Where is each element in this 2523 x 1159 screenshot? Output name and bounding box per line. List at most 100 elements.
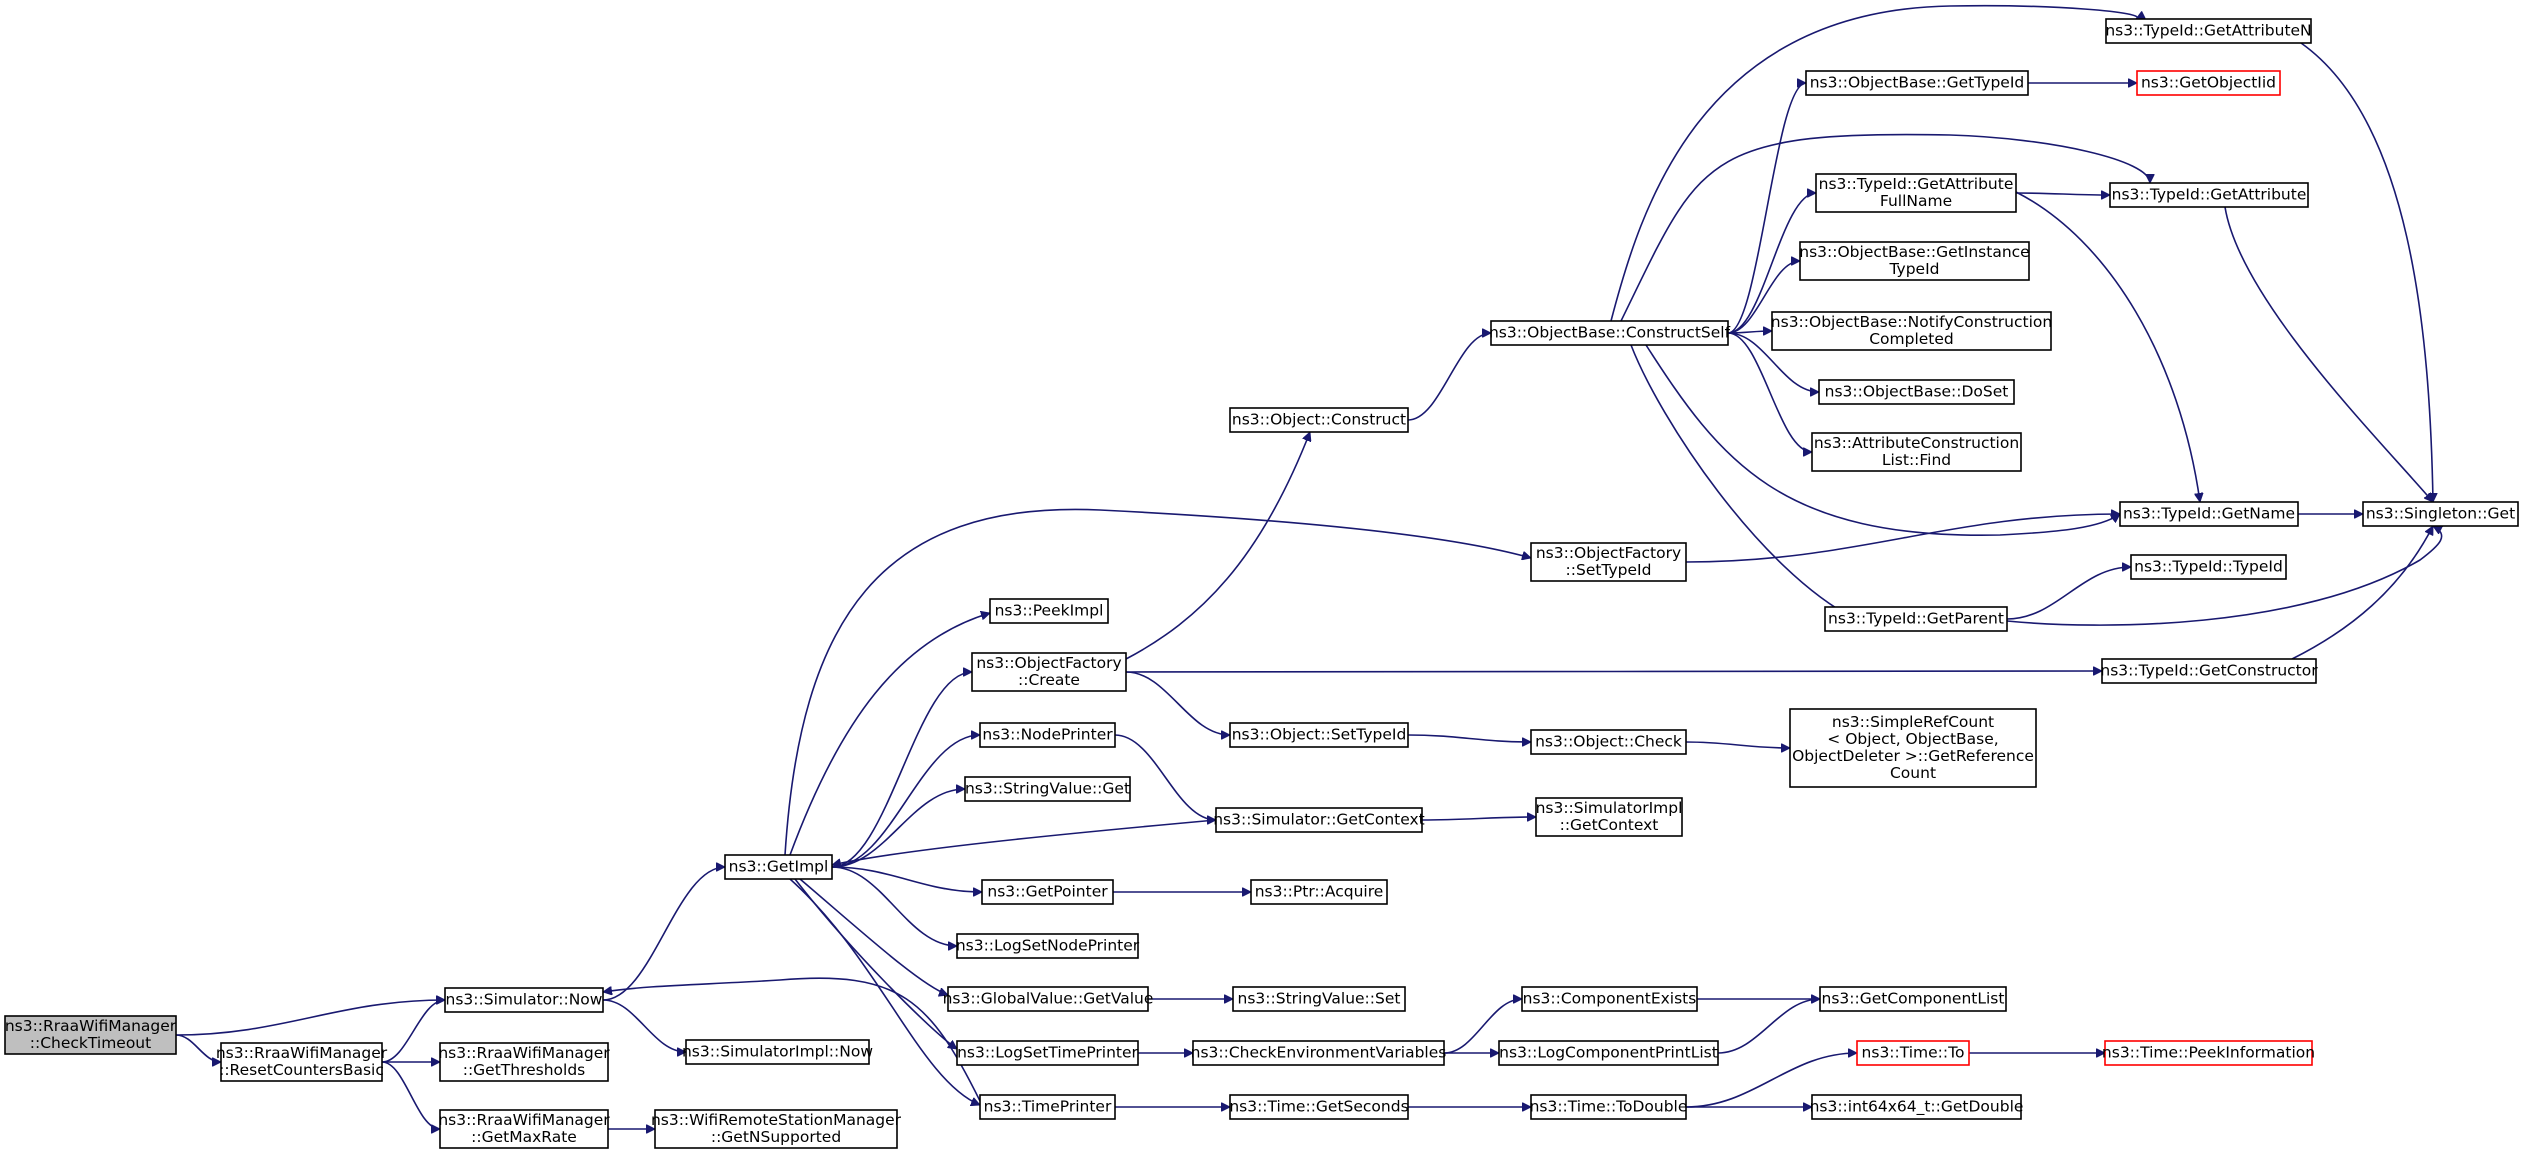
edge-simgetcontext-to-simimplgetcontext [1421, 817, 1536, 820]
node-timepeekinfo[interactable]: ns3::Time::PeekInformation [2102, 1040, 2315, 1066]
node-timeprinter[interactable]: ns3::TimePrinter [979, 1094, 1116, 1120]
node-label: ns3::GetImpl [729, 858, 829, 876]
node-label: ns3::SimpleRefCount [1832, 713, 1994, 731]
node-resetcounters[interactable]: ns3::RraaWifiManager::ResetCountersBasic [216, 1042, 388, 1082]
node-label: FullName [1880, 192, 1952, 210]
node-box [1811, 432, 2022, 472]
edge-constructself-to-tigetparent [1630, 344, 1855, 620]
node-box [439, 1109, 609, 1149]
node-label: ns3::StringValue::Get [965, 780, 1130, 798]
node-timeto[interactable]: ns3::Time::To [1856, 1040, 1970, 1066]
node-logsetnodeprinter[interactable]: ns3::LogSetNodePrinter [956, 933, 1140, 959]
node-label: Count [1890, 764, 1936, 782]
node-box [2101, 658, 2317, 684]
node-simplerefcount[interactable]: ns3::SimpleRefCount< Object, ObjectBase,… [1789, 708, 2037, 788]
node-objconstruct[interactable]: ns3::Object::Construct [1229, 407, 1409, 433]
node-obdoset[interactable]: ns3::ObjectBase::DoSet [1818, 379, 2015, 405]
node-titypeid[interactable]: ns3::TypeId::TypeId [2130, 554, 2287, 580]
node-singletonget[interactable]: ns3::Singleton::Get [2362, 501, 2519, 527]
node-objcheck[interactable]: ns3::Object::Check [1530, 729, 1687, 755]
node-label: ns3::TypeId::GetConstructor [2100, 662, 2318, 680]
node-timetodouble[interactable]: ns3::Time::ToDouble [1530, 1094, 1688, 1120]
node-nodeprinter[interactable]: ns3::NodePrinter [979, 722, 1116, 748]
node-logcompprint[interactable]: ns3::LogComponentPrintList [1498, 1040, 1719, 1066]
node-label: ::ResetCountersBasic [219, 1061, 384, 1079]
edge-arrow [381, 1000, 446, 1063]
edge-arrow [831, 789, 965, 868]
node-logsettimeprinter[interactable]: ns3::LogSetTimePrinter [956, 1040, 1139, 1066]
node-box [947, 986, 1149, 1012]
node-ptracquire[interactable]: ns3::Ptr::Acquire [1250, 879, 1388, 905]
node-getcomplist[interactable]: ns3::GetComponentList [1819, 986, 2007, 1012]
node-checktimeout[interactable]: ns3::RraaWifiManager::CheckTimeout [4, 1015, 177, 1055]
node-label: ns3::ObjectFactory [1536, 544, 1681, 562]
edge-arrow [2015, 191, 2200, 502]
node-box [1250, 879, 1388, 905]
node-getimpl[interactable]: ns3::GetImpl [724, 854, 833, 880]
edge-arrow [1630, 344, 1855, 620]
node-tigetname[interactable]: ns3::TypeId::GetName [2119, 501, 2299, 527]
node-label: ns3::RraaWifiManager [5, 1017, 177, 1035]
edge-tigetattributen-to-singletonget [2300, 42, 2433, 502]
node-box [956, 933, 1139, 959]
node-simnow[interactable]: ns3::Simulator::Now [444, 987, 604, 1013]
node-label: ::GetThresholds [463, 1061, 586, 1079]
node-box [2109, 182, 2309, 208]
edge-logcompprint-to-getcomplist [1717, 999, 1820, 1054]
node-label: ns3::TypeId::GetParent [1828, 610, 2004, 628]
node-label: ns3::Time::To [1862, 1044, 1965, 1062]
edge-getimpl-to-globalvalueget [799, 878, 948, 995]
node-box [2362, 501, 2519, 527]
node-stringvalueget[interactable]: ns3::StringValue::Get [964, 776, 1131, 802]
edge-arrow [175, 1000, 445, 1036]
node-simgetcontext[interactable]: ns3::Simulator::GetContext [1213, 807, 1425, 833]
node-box [1856, 1040, 1970, 1066]
node-getmaxrate[interactable]: ns3::RraaWifiManager::GetMaxRate [438, 1109, 610, 1149]
node-getthresholds[interactable]: ns3::RraaWifiManager::GetThresholds [438, 1042, 610, 1082]
node-simimplgetcontext[interactable]: ns3::SimulatorImpl::GetContext [1535, 797, 1683, 837]
node-ofsettypeid[interactable]: ns3::ObjectFactory::SetTypeId [1530, 542, 1687, 582]
node-constructself[interactable]: ns3::ObjectBase::ConstructSelf [1489, 320, 1731, 346]
node-timegetseconds[interactable]: ns3::Time::GetSeconds [1229, 1094, 1409, 1120]
node-checkenv[interactable]: ns3::CheckEnvironmentVariables [1191, 1040, 1447, 1066]
node-label: ::GetContext [1560, 816, 1659, 834]
node-box [1535, 797, 1683, 837]
node-getnsupported[interactable]: ns3::WifiRemoteStationManager::GetNSuppo… [651, 1109, 902, 1149]
node-tigetconstructor[interactable]: ns3::TypeId::GetConstructor [2100, 658, 2318, 684]
node-tigetattribute[interactable]: ns3::TypeId::GetAttribute [2109, 182, 2309, 208]
edge-objconstruct-to-constructself [1407, 333, 1492, 421]
node-box [654, 1109, 898, 1149]
edge-arrow [1620, 133, 2150, 322]
node-objsettypeid[interactable]: ns3::Object::SetTypeId [1229, 722, 1409, 748]
node-tigetattributen[interactable]: ns3::TypeId::GetAttributeN [2105, 18, 2312, 44]
node-box [2119, 501, 2299, 527]
edge-getimpl-to-ofcreate [831, 672, 972, 868]
node-box [1530, 729, 1687, 755]
node-peekimpl[interactable]: ns3::PeekImpl [989, 598, 1109, 624]
node-tigetparent[interactable]: ns3::TypeId::GetParent [1824, 606, 2008, 632]
edge-constructself-to-obdoset [1727, 332, 1819, 392]
node-globalvalueget[interactable]: ns3::GlobalValue::GetValue [943, 986, 1154, 1012]
graph-edges [175, 4, 2442, 1129]
node-box [1811, 1094, 2022, 1120]
node-ofcreate[interactable]: ns3::ObjectFactory::Create [971, 652, 1127, 692]
node-getpointer[interactable]: ns3::GetPointer [981, 879, 1114, 905]
node-box [1818, 379, 2015, 405]
edge-arrow [1727, 332, 1813, 452]
node-stringvalueset[interactable]: ns3::StringValue::Set [1232, 986, 1406, 1012]
node-label: ns3::TypeId::GetAttribute [1819, 175, 2014, 193]
node-box [1805, 70, 2029, 96]
edge-arrow [1125, 671, 1230, 735]
node-box [1789, 708, 2037, 788]
node-getobjectiid[interactable]: ns3::GetObjectIid [2136, 70, 2281, 96]
node-obnotifyconstruction[interactable]: ns3::ObjectBase::NotifyConstructionCompl… [1771, 311, 2052, 351]
node-compexists[interactable]: ns3::ComponentExists [1521, 986, 1698, 1012]
node-label: ns3::RraaWifiManager [438, 1111, 610, 1129]
node-int64getdouble[interactable]: ns3::int64x64_t::GetDouble [1810, 1094, 2024, 1120]
node-obgettypeid[interactable]: ns3::ObjectBase::GetTypeId [1805, 70, 2029, 96]
node-label: ns3::StringValue::Set [1238, 990, 1401, 1008]
node-simimplnow[interactable]: ns3::SimulatorImpl::Now [682, 1039, 873, 1065]
